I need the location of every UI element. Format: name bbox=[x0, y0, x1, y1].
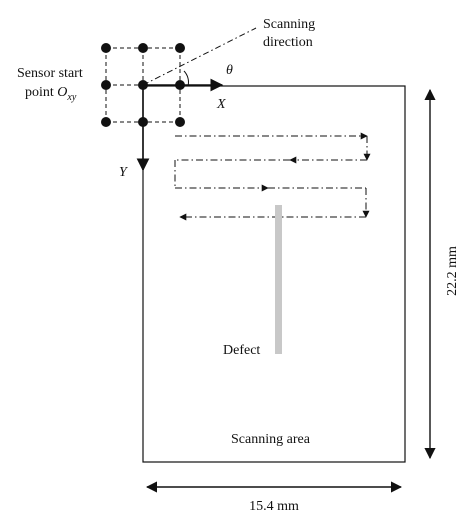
width-dimension-label: 15.4 mm bbox=[249, 499, 299, 514]
sensor-start-subscript: xy bbox=[66, 92, 76, 103]
scanning-area-label: Scanning area bbox=[231, 432, 311, 447]
scanning-direction-label-1: Scanning bbox=[263, 17, 315, 32]
scanning-area-rect bbox=[142, 85, 406, 463]
sensor-start-label-2: point Oxy bbox=[25, 85, 77, 103]
scan-path bbox=[174, 132, 371, 221]
defect-bar bbox=[275, 205, 282, 354]
defect-label: Defect bbox=[223, 343, 260, 358]
sensor-start-symbol: O bbox=[57, 85, 67, 100]
x-axis-label: X bbox=[216, 97, 226, 112]
scanning-direction-leader bbox=[142, 27, 257, 86]
sensor-start-prefix: point bbox=[25, 85, 57, 100]
scanning-direction-label-2: direction bbox=[263, 35, 313, 50]
y-axis-label: Y bbox=[119, 165, 129, 180]
height-dimension-label: 22.2 mm bbox=[445, 246, 460, 296]
theta-label: θ bbox=[226, 63, 233, 78]
sensor-start-label-1: Sensor start bbox=[17, 66, 83, 81]
